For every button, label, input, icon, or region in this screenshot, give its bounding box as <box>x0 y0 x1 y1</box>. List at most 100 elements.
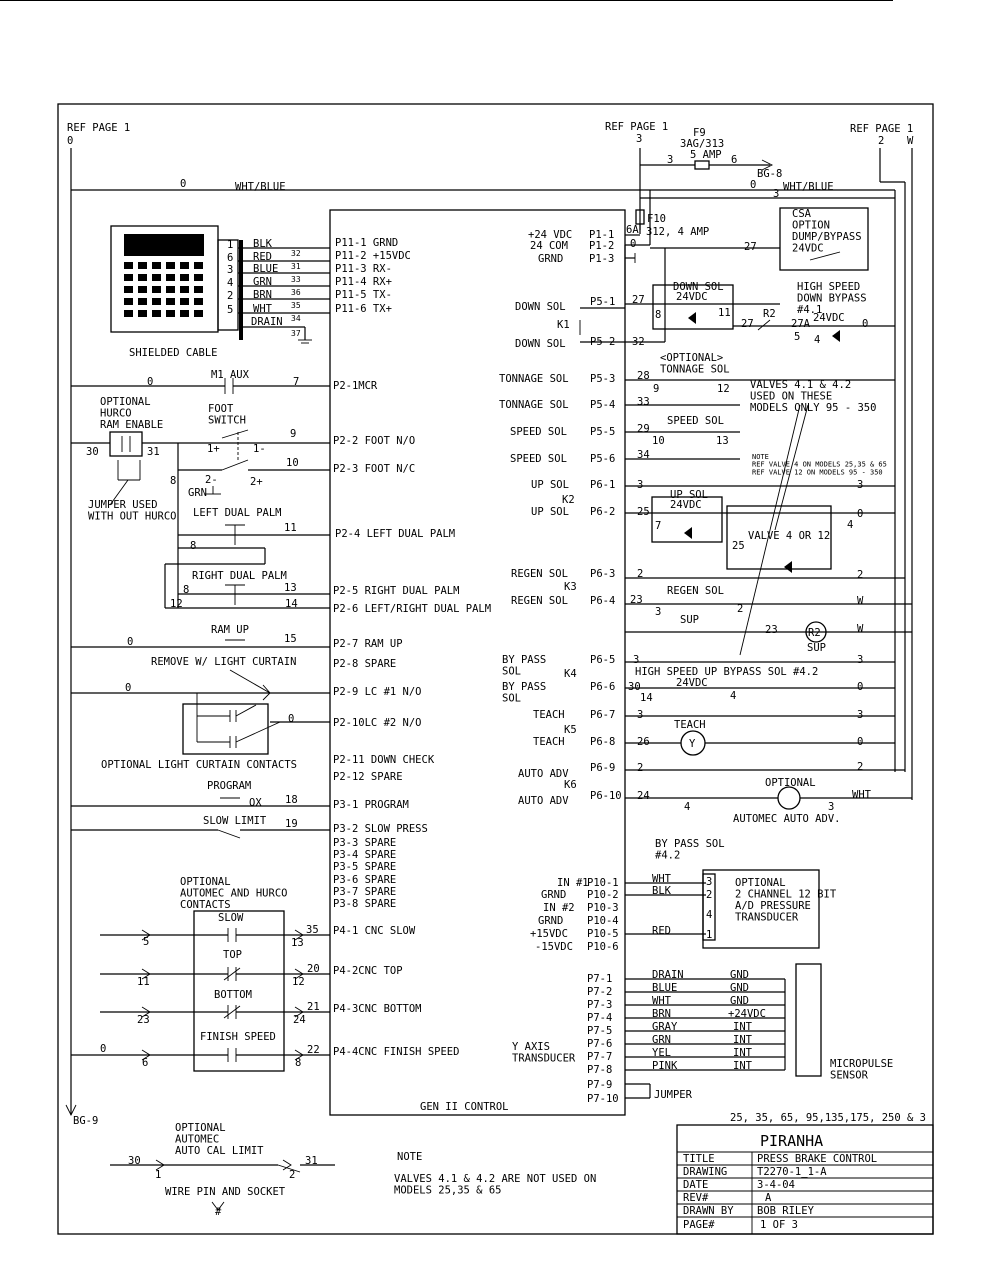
bus-wire-0b: 0 <box>750 179 756 191</box>
up-sol-box <box>651 496 723 543</box>
pend-pin-3: 3 <box>227 264 233 276</box>
bypass-w3b: 3 <box>857 654 863 666</box>
lc-w0b: 0 <box>288 713 294 725</box>
p2-8-label: P2-8 SPARE <box>333 658 396 670</box>
down-w8: 8 <box>655 309 661 321</box>
r2-w27: 27 <box>741 318 754 330</box>
tonnage-label-1: TONNAGE SOL <box>499 373 569 385</box>
wire-pin-arrow <box>211 1201 225 1211</box>
transducer-connector <box>702 873 716 941</box>
auto-w24: 24 <box>637 790 650 802</box>
csa-option-box <box>779 207 869 271</box>
title-block <box>676 1124 934 1235</box>
tb-date-label: DATE <box>683 1179 708 1191</box>
pend-pin-1: 1 <box>227 239 233 251</box>
bypass-w14: 14 <box>640 692 653 704</box>
tb-drawing-value: T2270-1_1-A <box>757 1166 827 1178</box>
k5-label: K5 <box>564 724 577 736</box>
w13-label: 13 <box>284 582 297 594</box>
ref-page-label-mid: REF PAGE 1 <box>605 121 668 133</box>
bus-wht-blue: WHT/BLUE <box>235 181 286 193</box>
fs-1m: 1- <box>253 443 266 455</box>
p7-c-grn: GRN <box>652 1034 671 1046</box>
pendant-wires <box>238 247 330 344</box>
speed-label-2: SPEED SOL <box>510 453 567 465</box>
pend-wire-32: 32 <box>291 249 301 258</box>
speed-w34: 34 <box>637 449 650 461</box>
down-w27: 27 <box>632 294 645 306</box>
pend-wire-31: 31 <box>291 262 301 271</box>
p1-2-wire0: 0 <box>630 238 636 250</box>
hurco-contact-box <box>109 431 143 457</box>
p7-f-7: INT <box>733 1047 753 1059</box>
p1-1-label: +24 VDC <box>528 229 572 241</box>
auto-cal-pin1: 1 <box>155 1169 161 1181</box>
valve-label: VALVE 4 OR 12 <box>748 530 830 542</box>
ref-wire-0: 0 <box>67 135 73 147</box>
note-heading: NOTE <box>397 1151 422 1163</box>
down-sol-title: DOWN SOL <box>673 281 724 293</box>
pend-wire-36: 36 <box>291 288 301 297</box>
automec-adv-label: AUTOMEC AUTO ADV. <box>733 813 840 825</box>
auto-w2b: 2 <box>857 761 863 773</box>
cnc-w11: 11 <box>137 976 150 988</box>
p5-1: P5-1 <box>590 296 615 308</box>
p4-1: P4-1 CNC SLOW <box>333 925 416 937</box>
p3-7: P3-7 SPARE <box>333 886 396 898</box>
p11-5: P11-5 TX- <box>335 289 392 301</box>
p3-6: P3-6 SPARE <box>333 874 396 886</box>
tb-rev-value: A <box>765 1192 772 1204</box>
top-contact: TOP <box>223 949 242 961</box>
p2-4-label: P2-4 LEFT DUAL PALM <box>335 528 455 540</box>
bg9-label: BG-9 <box>73 1115 98 1127</box>
cnc-w20: 20 <box>307 963 320 975</box>
p3-1-label: P3-1 PROGRAM <box>333 799 409 811</box>
auto-cal-w31: 31 <box>305 1155 318 1167</box>
k1-label: K1 <box>557 319 570 331</box>
down-sol-diode <box>688 312 696 324</box>
w8c-label: 8 <box>183 584 189 596</box>
p2-10-label: P2-10LC #2 N/O <box>333 717 422 729</box>
finish-speed-contact: FINISH SPEED <box>200 1031 276 1043</box>
shielded-cable-label: SHIELDED CABLE <box>129 347 218 359</box>
cnc-wires <box>71 928 330 1062</box>
pend-color-grn: GRN <box>253 276 272 288</box>
cnc-w5: 5 <box>143 936 149 948</box>
up-sol-diode <box>684 527 692 539</box>
p6-3: P6-3 <box>590 568 615 580</box>
p6-9: P6-9 <box>590 762 615 774</box>
p11-3: P11-3 RX- <box>335 263 392 275</box>
p7-c-drain: DRAIN <box>652 969 684 981</box>
slow-limit-label: SLOW LIMIT <box>203 815 267 827</box>
p3-4: P3-4 SPARE <box>333 849 396 861</box>
bypass-w4: 4 <box>730 690 736 702</box>
auto-adv-label-2: AUTO ADV <box>518 795 569 807</box>
fs-1p: 1+ <box>207 443 220 455</box>
bus-wht-blue-b: WHT/BLUE <box>783 181 834 193</box>
bg8-arrow <box>761 159 774 171</box>
top-rule <box>0 0 893 1</box>
p3-8: P3-8 SPARE <box>333 898 396 910</box>
p10-lbl-3: IN #2 <box>543 902 575 914</box>
w10-label: 10 <box>286 457 299 469</box>
teach-lamp-y: Y <box>689 738 696 750</box>
regen-w2: 2 <box>637 568 643 580</box>
up-sol-title: UP SOL <box>670 489 708 501</box>
p7-f-6: INT <box>733 1034 753 1046</box>
m1-aux-wire7: 7 <box>293 376 299 388</box>
hurco-w30: 30 <box>86 446 99 458</box>
p1-3-label: GRND <box>538 253 563 265</box>
speed-label-1: SPEED SOL <box>510 426 567 438</box>
f9-label: F9 <box>693 127 706 139</box>
p1-2-label: 24 COM <box>530 240 568 252</box>
cnc-w21: 21 <box>307 1001 320 1013</box>
p1-2-id: P1-2 <box>589 240 614 252</box>
p7-f-8: INT <box>733 1060 753 1072</box>
